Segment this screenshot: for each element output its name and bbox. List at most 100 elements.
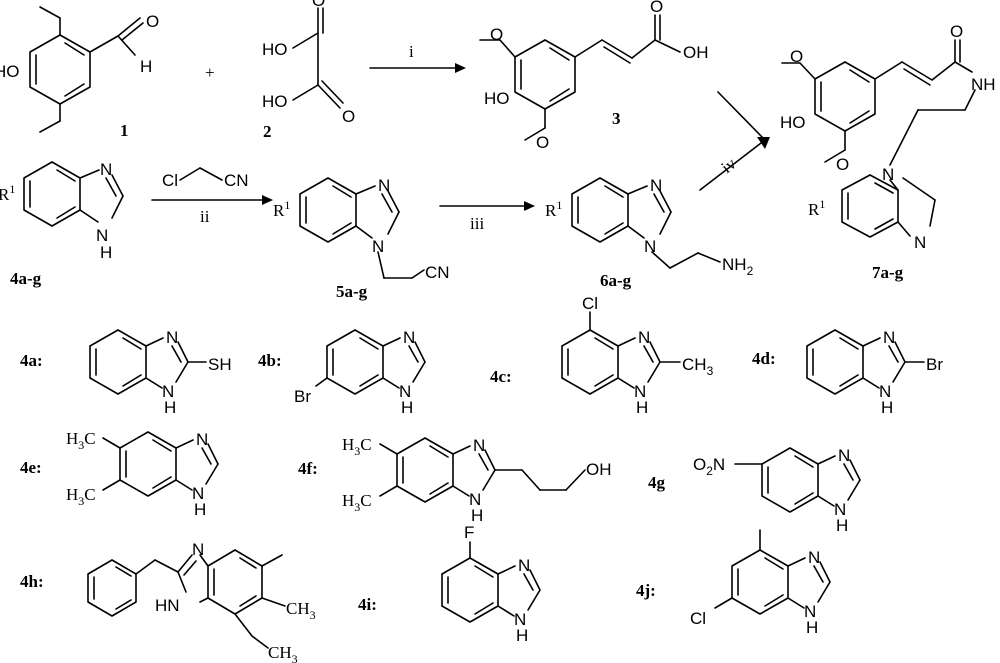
atom-cl: Cl [690,609,706,628]
atom-h: H [194,500,206,519]
reagent-cl: Cl [162,171,178,190]
atom-h: H [636,398,648,417]
label-4b: 4b: [258,351,282,370]
compound-4g: 4g N N H O2N [648,446,861,535]
atom-ho-top: HO [262,40,288,59]
label-4i: 4i: [358,595,377,614]
atom-hn: HN [155,596,180,615]
atom-ch3-bottom: CH3 [268,643,298,663]
atom-o-carbonyl: O [950,22,963,41]
atom-n: N [518,556,530,575]
atom-h: H [881,398,893,417]
atom-ho: HO [780,113,806,132]
label-4e: 4e: [20,458,42,477]
label-compound-1: 1 [120,121,129,140]
compound-3: O HO O O OH 3 [479,0,709,152]
atom-n: N [192,540,204,559]
compound-4c: 4c: Cl N N H CH3 [490,294,714,417]
atom-n: N [166,328,178,347]
atom-o-carbonyl: O [650,0,663,16]
atom-o-methoxy: O [790,47,803,66]
atom-r1: R1 [273,198,290,220]
atom-br: Br [294,387,311,406]
reagent-iii: iii [470,214,484,233]
atom-n1: N [882,165,894,184]
compound-4b: 4b: N N H Br [258,328,426,417]
atom-n-h: N [804,602,816,621]
atom-n-h: N [514,610,526,629]
atom-n: N [473,436,485,455]
label-compound-4: 4a-g [10,269,42,288]
arrow-iv [699,139,766,191]
atom-h: H [140,57,152,76]
atom-n3: N [914,233,926,252]
atom-n3: N [378,176,390,195]
compound-7: O HO O O NH N N R1 7a-g [780,22,996,282]
atom-n: N [100,160,112,179]
label-4f: 4f: [298,459,318,478]
compound-4d: 4d: N N H Br [752,328,943,417]
atom-h: H [100,243,112,262]
atom-sh: SH [208,355,232,374]
compound-6: N N NH2 R1 6a-g [545,176,754,290]
label-4c: 4c: [490,367,512,386]
atom-h: H [836,516,848,535]
atom-n-h: N [399,382,411,401]
compound-4j: 4j: N N H Cl [636,529,831,637]
atom-cn: CN [425,263,450,282]
compound-4h: 4h: N HN CH3 CH3 [20,540,316,663]
atom-n-h: N [469,490,481,509]
compound-4i: 4i: F N N H [358,523,541,645]
atom-n: N [403,328,415,347]
atom-o2n: O2N [693,455,725,478]
label-compound-2: 2 [263,122,272,141]
atom-ho-bottom: HO [262,92,288,111]
compound-4a: 4a: N N H SH [20,328,232,417]
label-4g: 4g [648,473,666,492]
atom-n1: N [372,237,384,256]
atom-nh: NH [971,75,996,94]
label-compound-7: 7a-g [872,263,904,282]
atom-r1: R1 [808,197,825,219]
atom-n-h: N [834,500,846,519]
atom-n3: N [650,176,662,195]
atom-n: N [196,430,208,449]
atom-o-top: O [312,0,325,10]
atom-n-h: N [192,484,204,503]
compound-1: HO O H 1 [0,6,159,140]
atom-n: N [838,446,850,465]
atom-h3c-top: H3C [342,435,372,458]
atom-nh: N [96,226,108,245]
atom-n-h: N [634,382,646,401]
atom-o-methoxy2: O [836,155,849,174]
atom-ho: HO [484,89,510,108]
reagent-ii: ii [200,207,210,226]
atom-h: H [806,618,818,637]
atom-ch3-top: CH3 [286,599,316,622]
atom-h: H [401,398,413,417]
atom-o-bottom: O [342,107,355,126]
atom-h3c-bottom: H3C [342,491,372,514]
label-compound-6: 6a-g [600,271,632,290]
atom-oh: OH [586,460,612,479]
label-4h: 4h: [20,572,44,591]
atom-n: N [638,328,650,347]
compound-4e: 4e: N N H H3C H3C [20,429,219,519]
atom-n-h: N [879,382,891,401]
compound-4f: 4f: N N H OH H3C H3C [298,435,612,525]
atom-r1: R1 [545,198,562,220]
atom-o: O [146,12,159,31]
label-4d: 4d: [752,349,776,368]
arrow-from-3 [717,91,766,141]
compound-2: HO HO O O 2 [262,0,355,141]
atom-h: H [516,626,528,645]
atom-r1: R1 [0,182,15,204]
reagent-cn: CN [224,171,249,190]
atom-o-methoxy2: O [536,133,549,152]
atom-cl: Cl [582,294,598,313]
label-compound-3: 3 [612,109,621,128]
compound-4: N N H R1 4a-g [0,160,124,288]
atom-h3c-bottom: H3C [66,485,96,508]
label-4a: 4a: [20,351,43,370]
